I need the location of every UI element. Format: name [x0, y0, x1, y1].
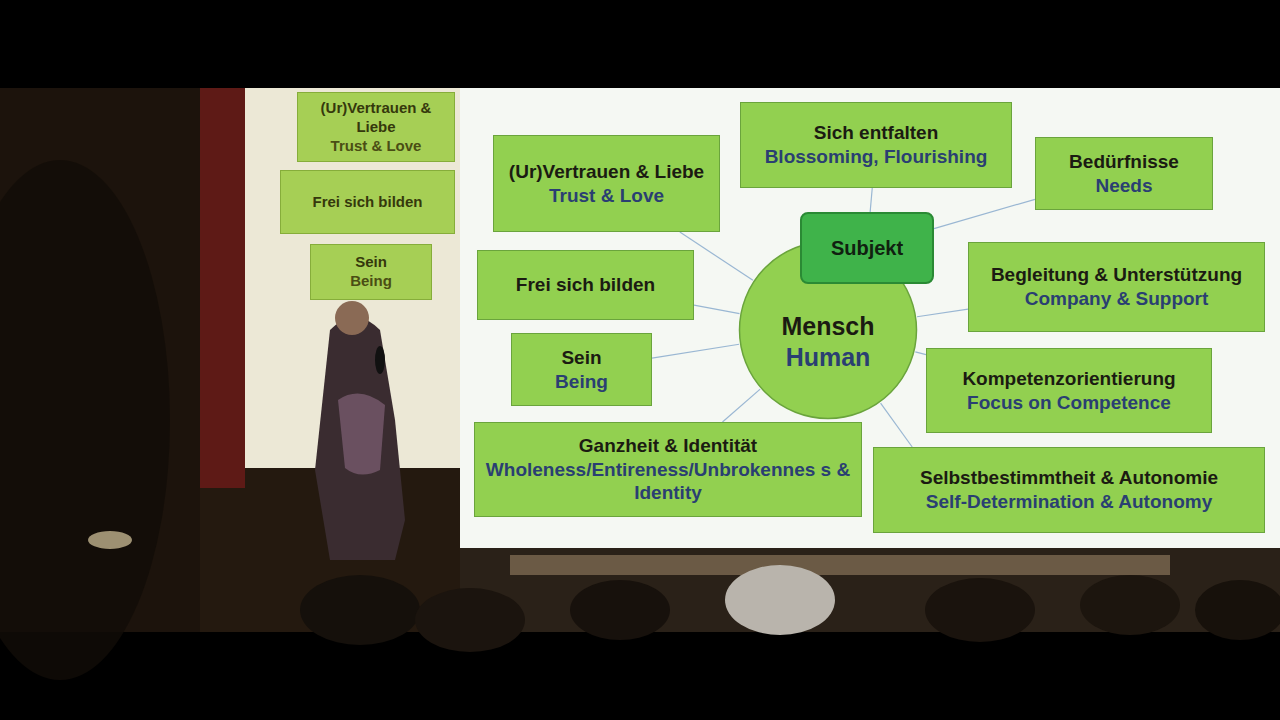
- node-content: Begleitung & UnterstützungCompany & Supp…: [991, 263, 1242, 311]
- speaker-head: [335, 301, 369, 335]
- node-content: SeinBeing: [555, 346, 608, 394]
- node-content: Subjekt: [831, 236, 903, 261]
- connector-line: [652, 344, 739, 358]
- node-content: Selbstbestimmtheit & AutonomieSelf-Deter…: [920, 466, 1218, 514]
- node-content: BedürfnisseNeeds: [1069, 150, 1179, 198]
- node-content: (Ur)Vertrauen & LiebeTrust & Love: [509, 160, 704, 208]
- node-content: Frei sich bilden: [312, 193, 422, 212]
- node-translation: Trust & Love: [549, 184, 664, 208]
- node-translation: Self-Determination & Autonomy: [926, 490, 1212, 514]
- node-translation: Wholeness/Entireness/Unbrokennes s & Ide…: [485, 458, 851, 506]
- node-content: (Ur)Vertrauen & LiebeTrust & Love: [308, 99, 444, 155]
- connector-line: [934, 199, 1035, 228]
- audience-head: [300, 575, 420, 645]
- node-label: Frei sich bilden: [516, 273, 655, 297]
- circle-shape: [740, 242, 917, 419]
- node-content: Sich entfaltenBlossoming, Flourishing: [765, 121, 988, 169]
- node-label: Sein: [561, 346, 601, 370]
- node-label: (Ur)Vertrauen & Liebe: [509, 160, 704, 184]
- concept-box: Begleitung & UnterstützungCompany & Supp…: [968, 242, 1265, 332]
- concept-box: BedürfnisseNeeds: [1035, 137, 1213, 210]
- connector-line: [722, 389, 760, 422]
- lamp-glow: [88, 531, 132, 549]
- node-label: Sein: [355, 253, 387, 272]
- concept-box: KompetenzorientierungFocus on Competence: [926, 348, 1212, 433]
- concept-box: Sich entfaltenBlossoming, Flourishing: [740, 102, 1012, 188]
- node-translation: Being: [555, 370, 608, 394]
- curtain: [200, 88, 245, 488]
- node-translation: Being: [350, 272, 392, 291]
- table: [510, 555, 1170, 575]
- audience-head: [415, 588, 525, 652]
- node-label: Bedürfnisse: [1069, 150, 1179, 174]
- audience-head: [925, 578, 1035, 642]
- node-translation: Blossoming, Flourishing: [765, 145, 988, 169]
- node-label: Kompetenzorientierung: [962, 367, 1175, 391]
- subject-box: Subjekt: [800, 212, 934, 284]
- audience-head: [1195, 580, 1280, 640]
- connector-line: [915, 352, 926, 355]
- blurred-head: [0, 160, 170, 680]
- node-label: Mensch: [781, 311, 874, 342]
- audience-head: [725, 565, 835, 635]
- audience-head: [1080, 575, 1180, 635]
- node-translation: Focus on Competence: [967, 391, 1171, 415]
- node-content: SeinBeing: [350, 253, 392, 291]
- concept-box: (Ur)Vertrauen & LiebeTrust & Love: [493, 135, 720, 232]
- concept-box: SeinBeing: [511, 333, 652, 406]
- concept-box: Ganzheit & IdentitätWholeness/Entireness…: [474, 422, 862, 517]
- node-label: Frei sich bilden: [312, 193, 422, 212]
- screen-box: Frei sich bilden: [280, 170, 455, 234]
- concept-box: Selbstbestimmtheit & AutonomieSelf-Deter…: [873, 447, 1265, 533]
- baby-carrier: [338, 394, 385, 475]
- node-label: Ganzheit & Identität: [579, 434, 757, 458]
- audience-head: [570, 580, 670, 640]
- hall: [0, 88, 1280, 632]
- connector-line: [870, 188, 872, 212]
- connector-line: [694, 305, 740, 313]
- connector-line: [917, 309, 968, 317]
- connector-line: [881, 403, 913, 447]
- node-translation: Trust & Love: [331, 137, 422, 156]
- node-translation: Human: [786, 342, 871, 373]
- node-content: MenschHuman: [781, 311, 874, 374]
- screen-box: (Ur)Vertrauen & LiebeTrust & Love: [297, 92, 455, 162]
- node-label: Sich entfalten: [814, 121, 939, 145]
- slide: [460, 88, 1280, 548]
- node-label: Begleitung & Unterstützung: [991, 263, 1242, 287]
- node-label: Selbstbestimmtheit & Autonomie: [920, 466, 1218, 490]
- node-label: Subjekt: [831, 236, 903, 261]
- node-content: KompetenzorientierungFocus on Competence: [962, 367, 1175, 415]
- node-content: Ganzheit & IdentitätWholeness/Entireness…: [485, 434, 851, 505]
- speaker-body: [315, 318, 405, 561]
- screen-box: SeinBeing: [310, 244, 432, 300]
- node-content: Frei sich bilden: [516, 273, 655, 297]
- node-label: (Ur)Vertrauen & Liebe: [308, 99, 444, 137]
- node-translation: Company & Support: [1025, 287, 1209, 311]
- concept-box: Frei sich bilden: [477, 250, 694, 320]
- microphone: [375, 346, 385, 374]
- node-translation: Needs: [1095, 174, 1152, 198]
